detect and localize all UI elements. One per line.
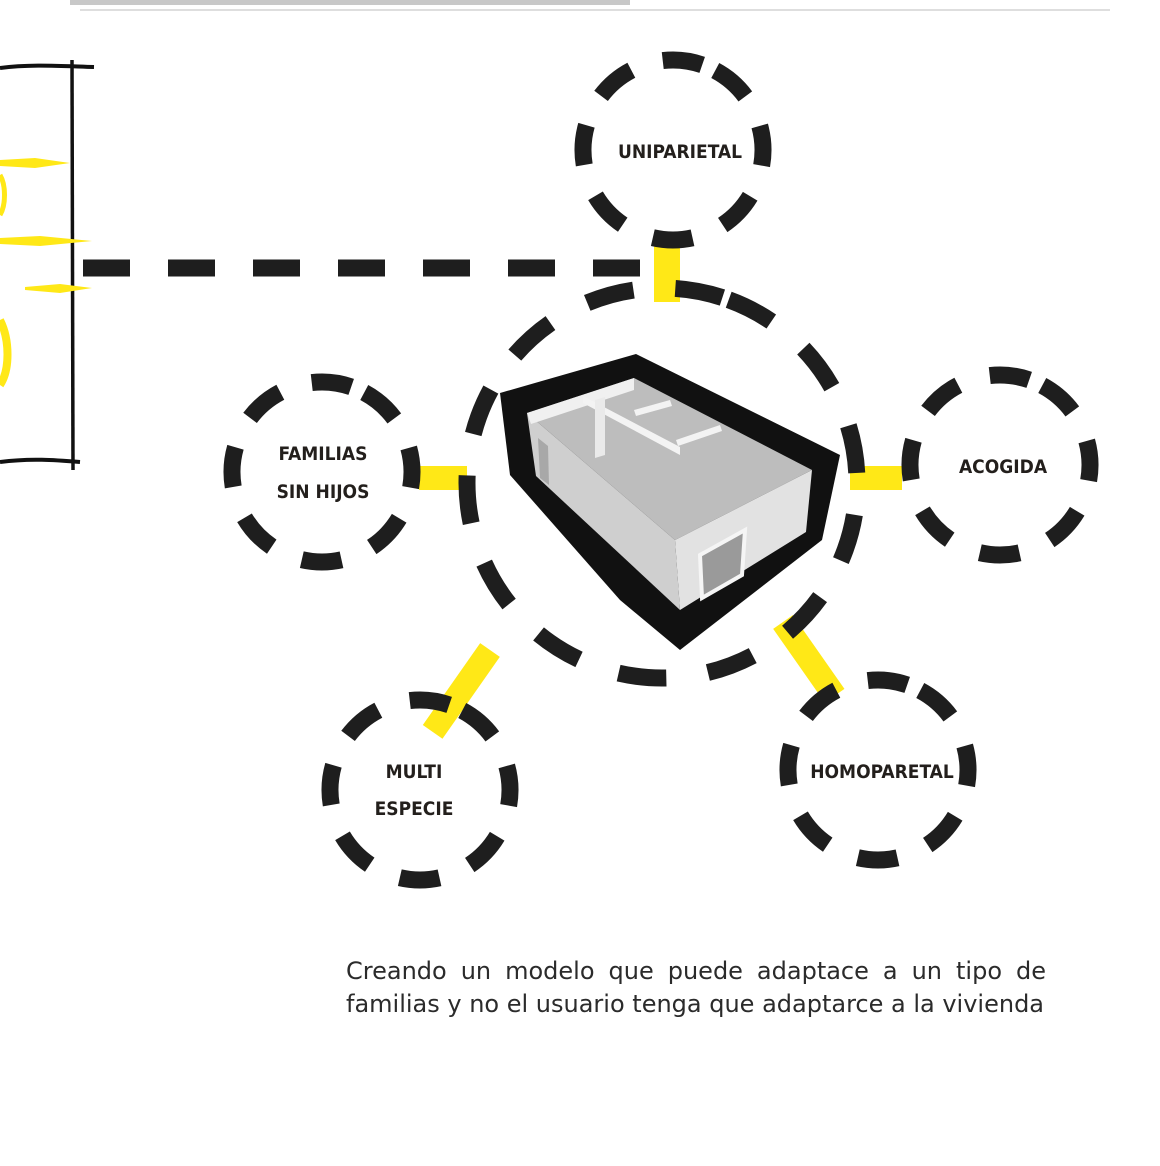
homoparetal-circle bbox=[779, 671, 977, 869]
label-multi-line1: MULTI bbox=[386, 761, 443, 783]
label-familias-line2: SIN HIJOS bbox=[277, 481, 370, 503]
label-acogida: ACOGIDA bbox=[959, 456, 1048, 478]
left-sketch bbox=[0, 59, 95, 471]
acogida-circle bbox=[901, 366, 1099, 564]
top-cropped-text bbox=[70, 0, 630, 5]
label-uniparietal: UNIPARIETAL bbox=[618, 141, 742, 163]
multi-especie-circle bbox=[321, 691, 519, 889]
uniparietal-circle bbox=[574, 51, 772, 249]
familias-circle bbox=[223, 373, 421, 571]
house-model-icon bbox=[500, 354, 840, 650]
label-familias-line1: FAMILIAS bbox=[279, 443, 368, 465]
label-homoparetal: HOMOPARETAL bbox=[810, 761, 954, 783]
label-multi-line2: ESPECIE bbox=[375, 798, 454, 820]
center-dashed-circle bbox=[458, 279, 866, 687]
caption-text: Creando un modelo que puede adaptace a u… bbox=[346, 957, 1046, 1018]
